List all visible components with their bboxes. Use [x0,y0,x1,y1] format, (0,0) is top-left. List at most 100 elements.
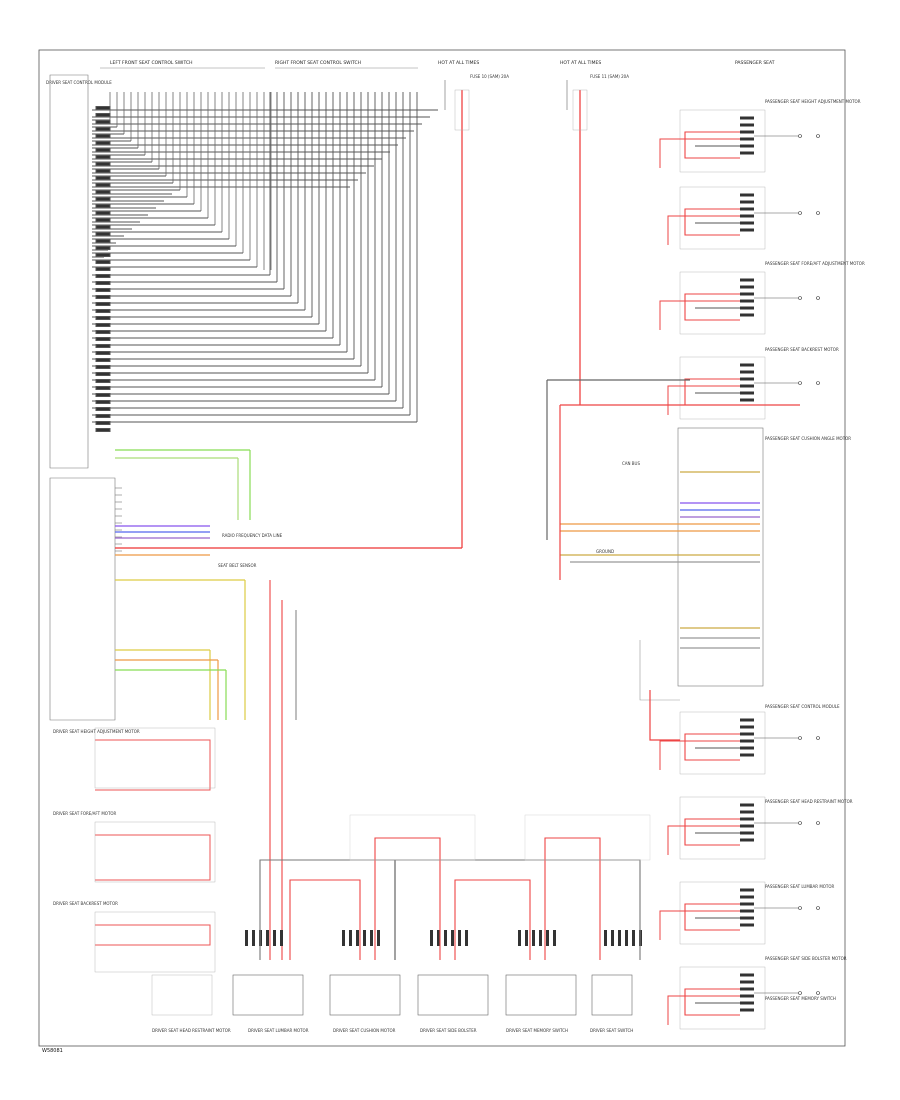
motor-box [591,974,633,1016]
connector-pin [740,306,754,310]
connector-pin [740,313,754,317]
connector-pin [740,810,754,814]
connector-pin [740,144,754,148]
connector-pin [95,239,111,243]
center-label-2: SEAT BELT SENSOR [218,563,257,568]
connector-pin [740,980,754,984]
left-module-lower-box [49,477,116,721]
bottom-comp-2: DRIVER SEAT LUMBAR MOTOR [248,1028,309,1033]
motor-wire [667,385,740,415]
connector-pin [740,973,754,977]
connector-pin [740,916,754,920]
connector-pin [740,803,754,807]
bottom-labels: DRIVER SEAT HEAD RESTRAINT MOTOR DRIVER … [152,1028,633,1033]
motor-block [679,186,766,250]
connector-pin [95,169,111,173]
connector-pin [95,141,111,145]
connector-pin [349,930,352,946]
motor-box [505,974,577,1016]
connector-pin [95,344,111,348]
center-label-4: GROUND [596,549,614,554]
motor-wire [684,733,740,761]
right-comp-1: PASSENGER SEAT HEIGHT ADJUSTMENT MOTOR [765,99,861,104]
connector-pin [95,197,111,201]
connector-pin [95,316,111,320]
connector-pin [740,391,754,395]
connector-pin [740,902,754,906]
bottom-comp-1: DRIVER SEAT HEAD RESTRAINT MOTOR [152,1028,231,1033]
connector-pin [95,393,111,397]
connector-pin [342,930,345,946]
connector-pin [95,379,111,383]
motor-wire [667,995,740,1025]
connector-pin [95,204,111,208]
motor-block [679,711,766,775]
connector-pin [740,123,754,127]
connector-pin [95,260,111,264]
connector-pin [95,155,111,159]
left-fuse-desc: FUSE 10 (SAM) 20A [470,74,509,79]
connector-pin [740,1001,754,1005]
motor-terminal [798,821,802,825]
connector-pin [95,414,111,418]
connector-pin [740,753,754,757]
center-label-3: CAN BUS [622,461,640,466]
connector-pin [95,421,111,425]
right-fuse-header: HOT AT ALL TIMES [560,60,601,66]
connector-pin [618,930,621,946]
connector-pin [740,838,754,842]
right-motors [659,109,820,1030]
right-comp-4: PASSENGER SEAT CUSHION ANGLE MOTOR [765,436,851,441]
connector-pin [95,211,111,215]
center-labels: RADIO FREQUENCY DATA LINE SEAT BELT SENS… [218,461,640,568]
connector-pin [95,183,111,187]
left-motors: DRIVER SEAT HEIGHT ADJUSTMENT MOTOR DRIV… [53,727,216,973]
connector-pin [625,930,628,946]
connector-pin [95,302,111,306]
connector-pin [95,407,111,411]
connector-pin [740,193,754,197]
connector-pin [95,281,111,285]
connector-pin [95,190,111,194]
connector-pin [95,295,111,299]
connector-pin [95,106,111,110]
motor-terminal [816,134,820,138]
connector-pin [740,888,754,892]
left-comp-3: DRIVER SEAT BACKREST MOTOR [53,901,118,906]
right-switch-header: RIGHT FRONT SEAT CONTROL SWITCH [275,60,361,66]
right-bus-wires [546,379,800,741]
connector-pin [539,930,542,946]
connector-pin [95,225,111,229]
bottom-comp-6: DRIVER SEAT SWITCH [590,1028,633,1033]
left-comp-1: DRIVER SEAT HEIGHT ADJUSTMENT MOTOR [53,729,140,734]
motor-wire [659,138,740,168]
connector-pin [740,384,754,388]
motor-wire [684,378,740,406]
connector-pin [95,365,111,369]
connector-pin [740,370,754,374]
connector-pin [740,831,754,835]
connector-pin [245,930,248,946]
right-comp-5: PASSENGER SEAT CONTROL MODULE [765,704,840,709]
connector-pin [95,309,111,313]
connector-pin [740,895,754,899]
connector-pin [740,377,754,381]
connector-pin [95,351,111,355]
connector-pin [95,323,111,327]
connector-pin [95,386,111,390]
connector-pin [95,113,111,117]
connector-pin [266,930,269,946]
connector-pin [95,330,111,334]
left-module-box [49,74,89,469]
motor-wire [659,740,740,770]
connector-pin [95,372,111,376]
motor-wire [659,300,740,330]
motor-box [417,974,489,1016]
left-comp-2: DRIVER SEAT FORE/AFT MOTOR [53,811,117,816]
motor-terminal [798,991,802,995]
connector-pin [532,930,535,946]
connector-pin [740,137,754,141]
connector-pin [740,363,754,367]
right-comp-7: PASSENGER SEAT LUMBAR MOTOR [765,884,835,889]
connector-pin [740,739,754,743]
